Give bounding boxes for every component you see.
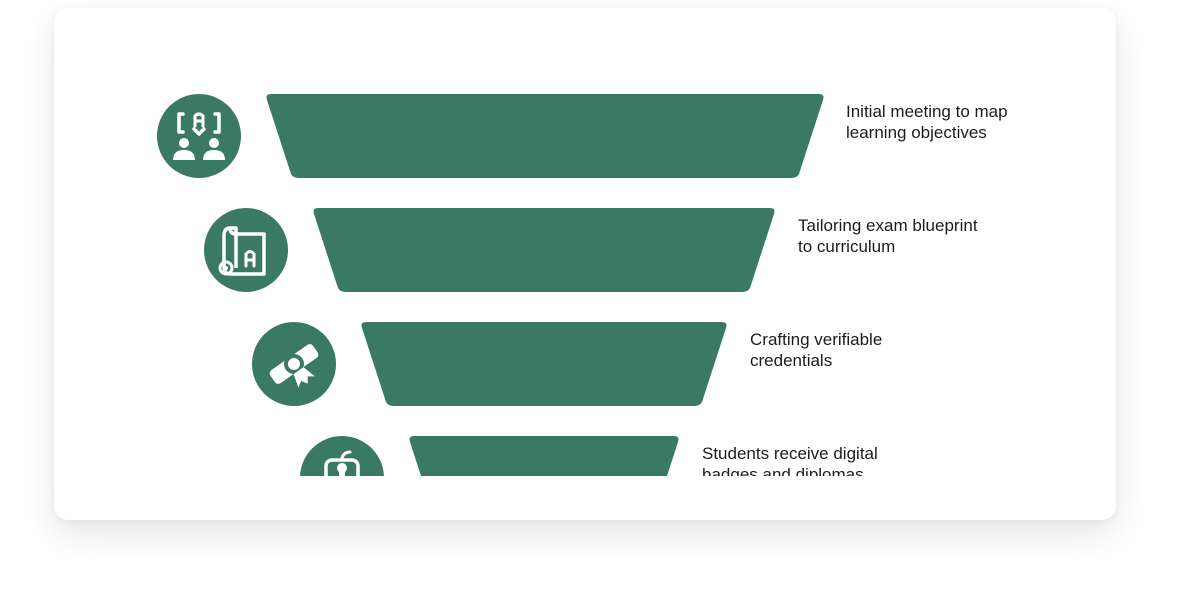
- funnel-card: Initial meeting to map learning objectiv…: [54, 8, 1116, 520]
- funnel-stage-4: [408, 436, 680, 476]
- funnel-stage-3: [360, 322, 728, 406]
- blueprint-scroll-icon: [204, 208, 288, 292]
- step-label-4: Students receive digital badges and dipl…: [702, 444, 878, 476]
- funnel-diagram: Initial meeting to map learning objectiv…: [54, 8, 1116, 476]
- funnel-stage-1: [265, 94, 825, 178]
- step-label-2: Tailoring exam blueprint to curriculum: [798, 216, 978, 256]
- student-badge-icon: [300, 436, 384, 476]
- meeting-people-icon: [157, 94, 241, 178]
- step-label-3: Crafting verifiable credentials: [750, 330, 883, 370]
- funnel-stage-2: [312, 208, 776, 292]
- step-label-1: Initial meeting to map learning objectiv…: [846, 102, 1008, 142]
- diploma-certificate-icon: [252, 322, 336, 406]
